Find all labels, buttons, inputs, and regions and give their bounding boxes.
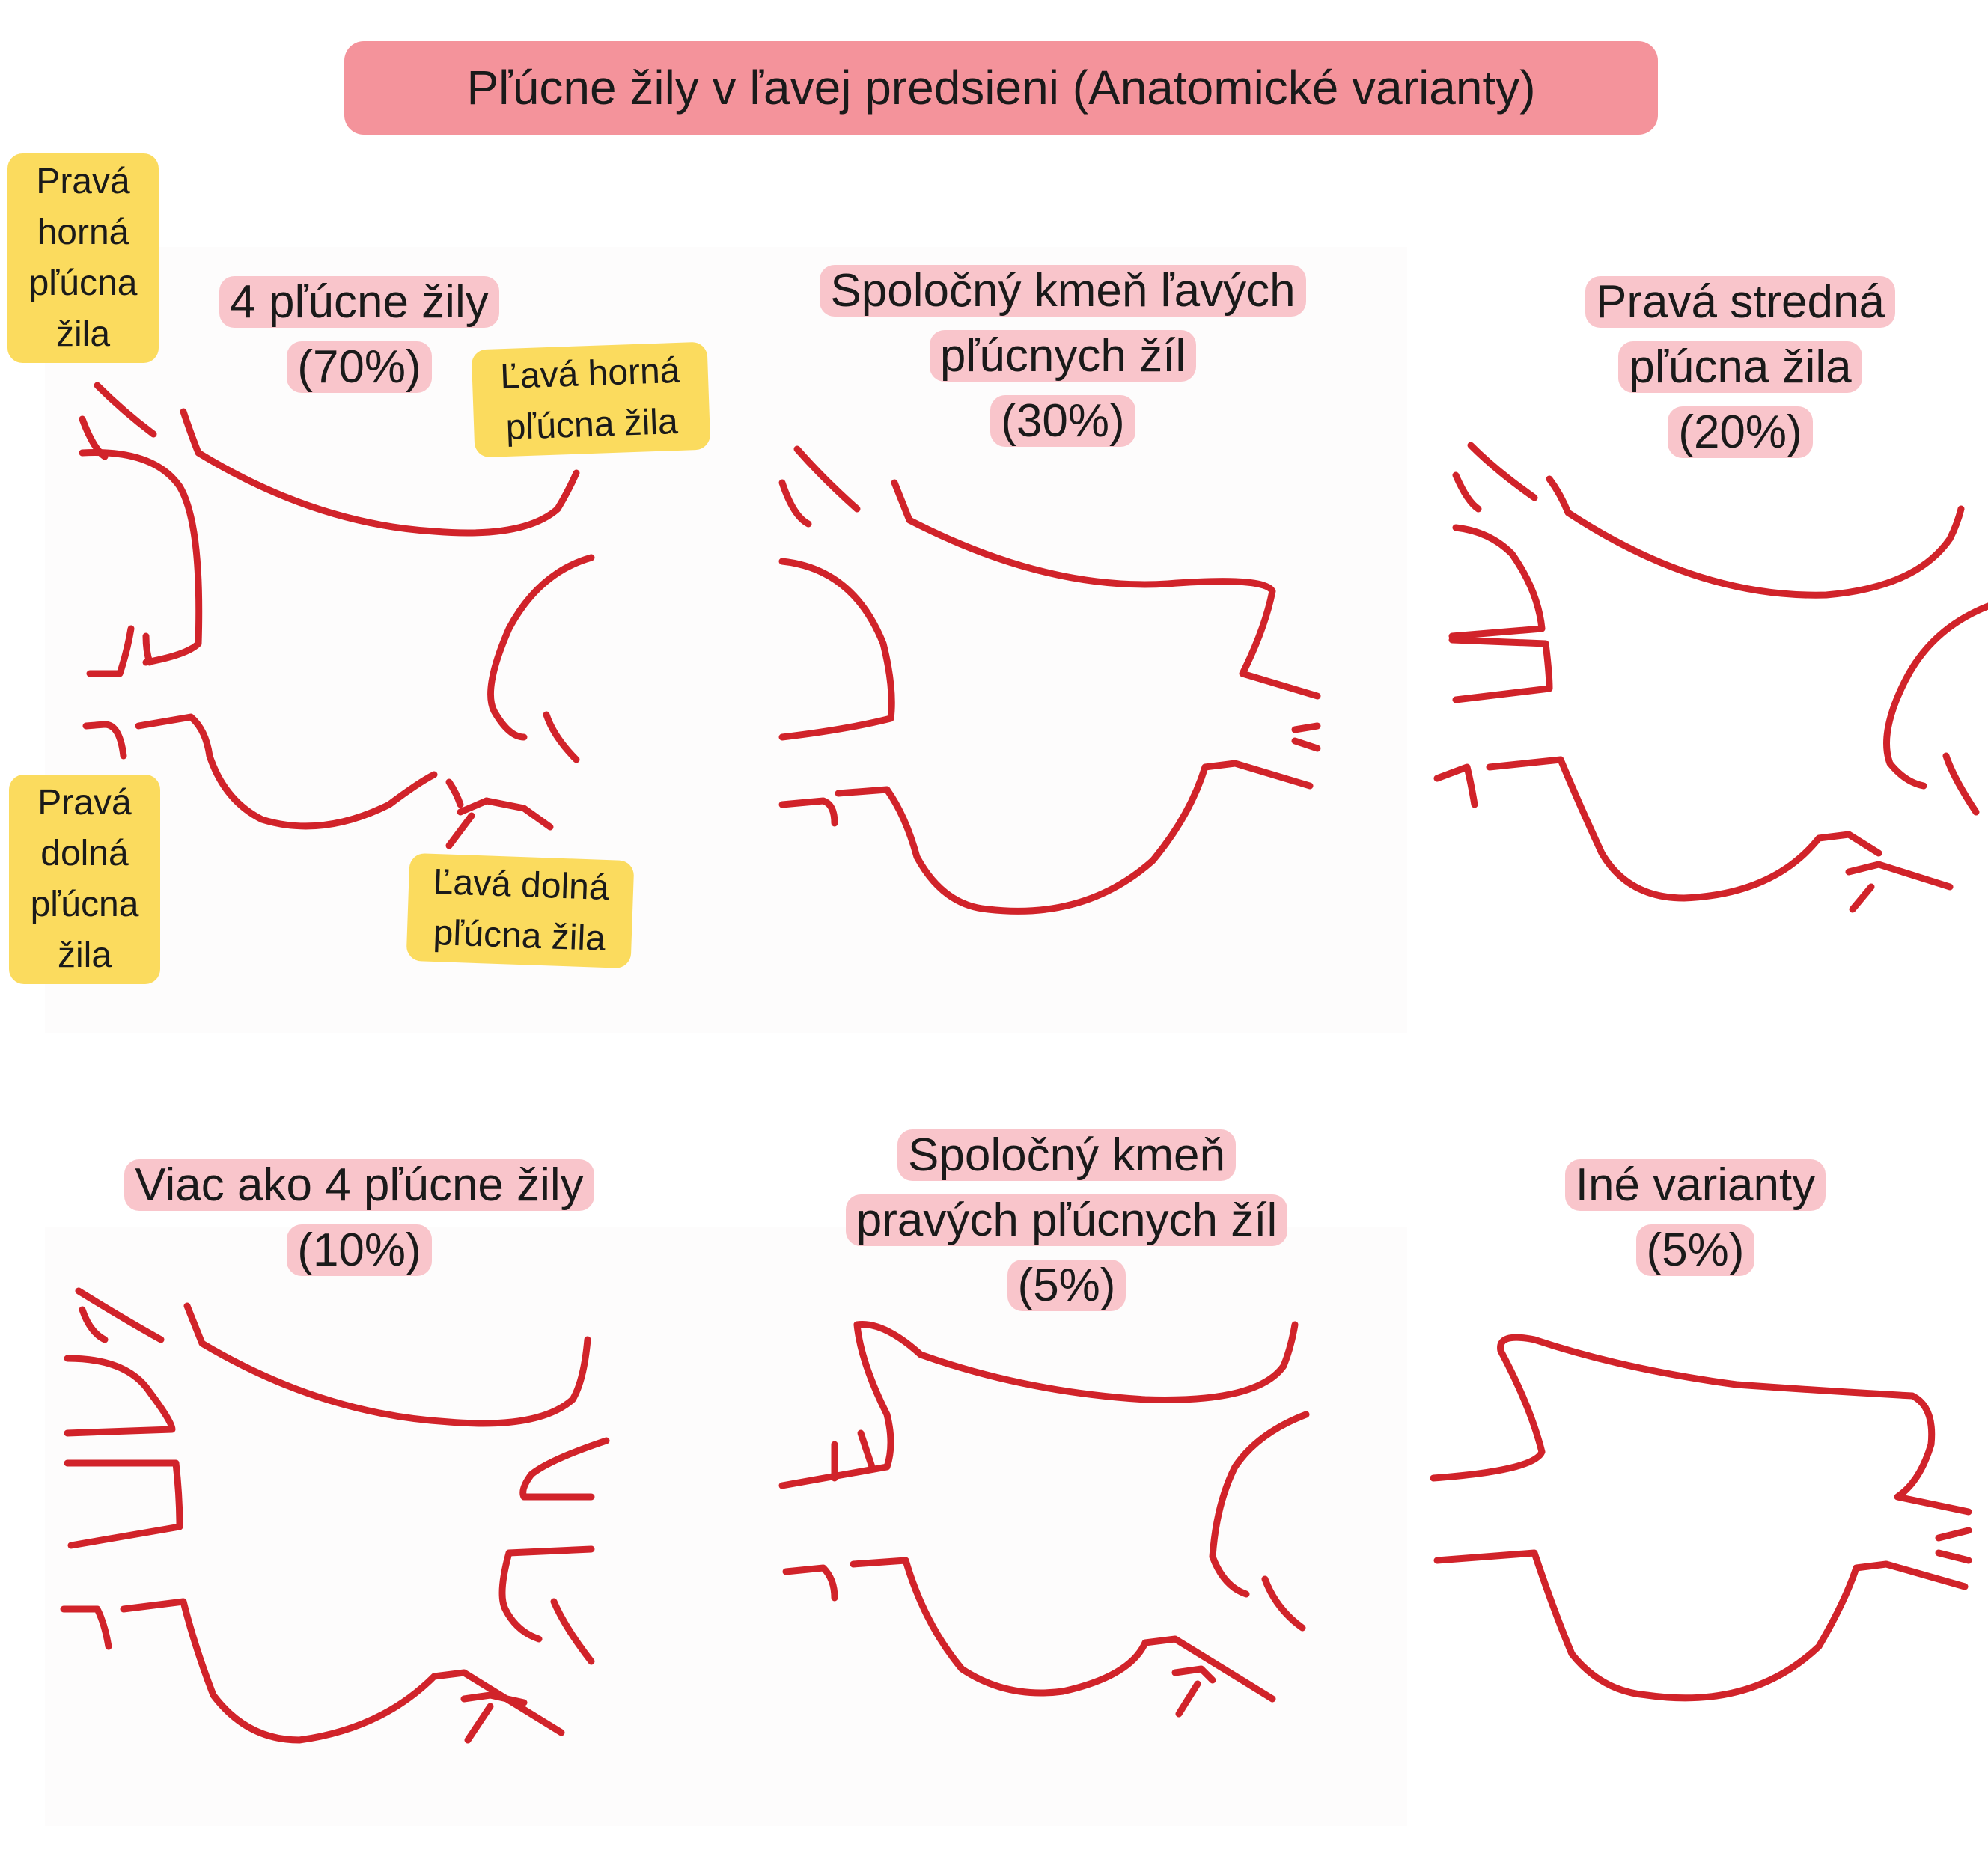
left-wall — [1209, 1411, 1310, 1598]
left-upper-wall — [519, 1437, 610, 1501]
right-lower-stub — [1433, 763, 1478, 808]
left-lower-branch — [1175, 1680, 1201, 1718]
label-left-lower-vein: Ľavá dolná pľúcna žila — [406, 852, 635, 969]
roof-wall — [853, 1321, 1299, 1403]
roof-wall — [75, 1287, 165, 1343]
left-trunk-stub — [1291, 737, 1321, 752]
right-lower-stub — [60, 1605, 112, 1650]
roof-wall — [94, 382, 157, 438]
roof-wall — [793, 445, 861, 513]
caption-line: (5%) — [1007, 1260, 1126, 1311]
left-lower-branch — [1849, 883, 1875, 913]
caption-line: Viac ako 4 pľúcne žily — [124, 1159, 594, 1211]
floor-wall — [778, 797, 838, 827]
right-trunk-stub — [857, 1429, 876, 1471]
right-wall — [778, 558, 895, 741]
right-trunk-wall — [778, 1321, 894, 1489]
roof-wall — [79, 1306, 109, 1343]
right-lower-stub — [142, 632, 153, 666]
caption-line: pľúcnych žíl — [929, 330, 1197, 382]
caption-line: (5%) — [1635, 1224, 1755, 1276]
left-lower-branch — [483, 797, 554, 831]
caption-more-than-4-veins: Viac ako 4 pľúcne žily (10%) — [60, 1153, 659, 1283]
caption-line: 4 pľúcne žily — [219, 276, 499, 328]
caption-line: (20%) — [1668, 406, 1813, 458]
right-upper-wall — [1448, 524, 1546, 640]
caption-other-variants: Iné varianty (5%) — [1396, 1153, 1988, 1283]
label-left-upper-vein: Ľavá horná pľúcna žila — [471, 341, 711, 458]
left-trunk-stub — [1935, 1549, 1972, 1564]
roof-wall — [1467, 442, 1538, 501]
right-wall — [1433, 1549, 1969, 1702]
left-lower-branch — [445, 778, 464, 808]
left-wall — [1942, 752, 1980, 816]
right-middle-wall — [64, 1459, 183, 1549]
page-title: Pľúcne žily v ľavej predsieni (Anatomick… — [344, 41, 1658, 135]
label-right-lower-vein: Pravá dolná pľúcna žila — [9, 775, 160, 984]
roof-wall — [180, 408, 580, 537]
roof-wall — [1546, 475, 1965, 599]
left-wall — [487, 554, 595, 741]
right-lower-stub — [86, 625, 135, 677]
left-trunk-stub — [1291, 722, 1321, 733]
left-wall — [1883, 602, 1988, 790]
left-lower-branch — [457, 797, 490, 816]
caption-line: pľúcna žila — [1618, 341, 1862, 393]
floor-wall — [120, 1598, 565, 1744]
floor-wall — [135, 713, 438, 830]
left-lower-branch — [445, 812, 475, 849]
right-upper-wall — [64, 1355, 176, 1437]
left-lower-branch — [1171, 1665, 1216, 1684]
caption-right-middle-vein: Pravá stredná pľúcna žila (20%) — [1441, 269, 1988, 465]
caption-line: (10%) — [287, 1224, 432, 1276]
right-wall — [79, 449, 203, 666]
left-lower-wall — [550, 1598, 595, 1665]
floor-wall — [782, 1564, 838, 1602]
left-lower-branch — [464, 1703, 494, 1744]
left-lower-branch — [1845, 861, 1954, 891]
right-middle-wall — [1448, 636, 1553, 703]
roof-wall — [778, 479, 812, 528]
label-right-upper-vein: Pravá horná pľúcna žila — [7, 153, 159, 363]
caption-common-left-trunk: Spoločný kmeň ľavých pľúcnych žíl (30%) — [763, 258, 1362, 454]
caption-line: Spoločný kmeň ľavých — [820, 265, 1306, 317]
roof-wall — [1452, 471, 1482, 513]
caption-line: Iné varianty — [1564, 1159, 1826, 1211]
floor-wall — [850, 1557, 1276, 1703]
left-wall — [543, 711, 580, 763]
floor-wall — [835, 760, 1314, 915]
floor-wall — [82, 721, 127, 760]
left-lower-branch — [460, 1691, 528, 1706]
caption-line: Pravá stredná — [1585, 276, 1895, 328]
floor-wall — [1486, 756, 1882, 902]
caption-line: (70%) — [287, 341, 432, 393]
caption-line: Spoločný kmeň — [897, 1129, 1236, 1181]
caption-4-veins: 4 pľúcne žily (70%) — [60, 269, 659, 400]
caption-line: pravých pľúcnych žíl — [845, 1194, 1288, 1246]
caption-common-right-trunk: Spoločný kmeň pravých pľúcnych žíl (5%) — [767, 1123, 1366, 1318]
left-trunk-stub — [1935, 1527, 1972, 1542]
roof-wall — [891, 479, 1321, 700]
roof-wall — [1430, 1334, 1972, 1516]
left-lower-wall — [498, 1545, 595, 1643]
caption-line: (30%) — [990, 395, 1135, 447]
left-wall — [1261, 1575, 1306, 1632]
roof-wall — [183, 1302, 591, 1427]
